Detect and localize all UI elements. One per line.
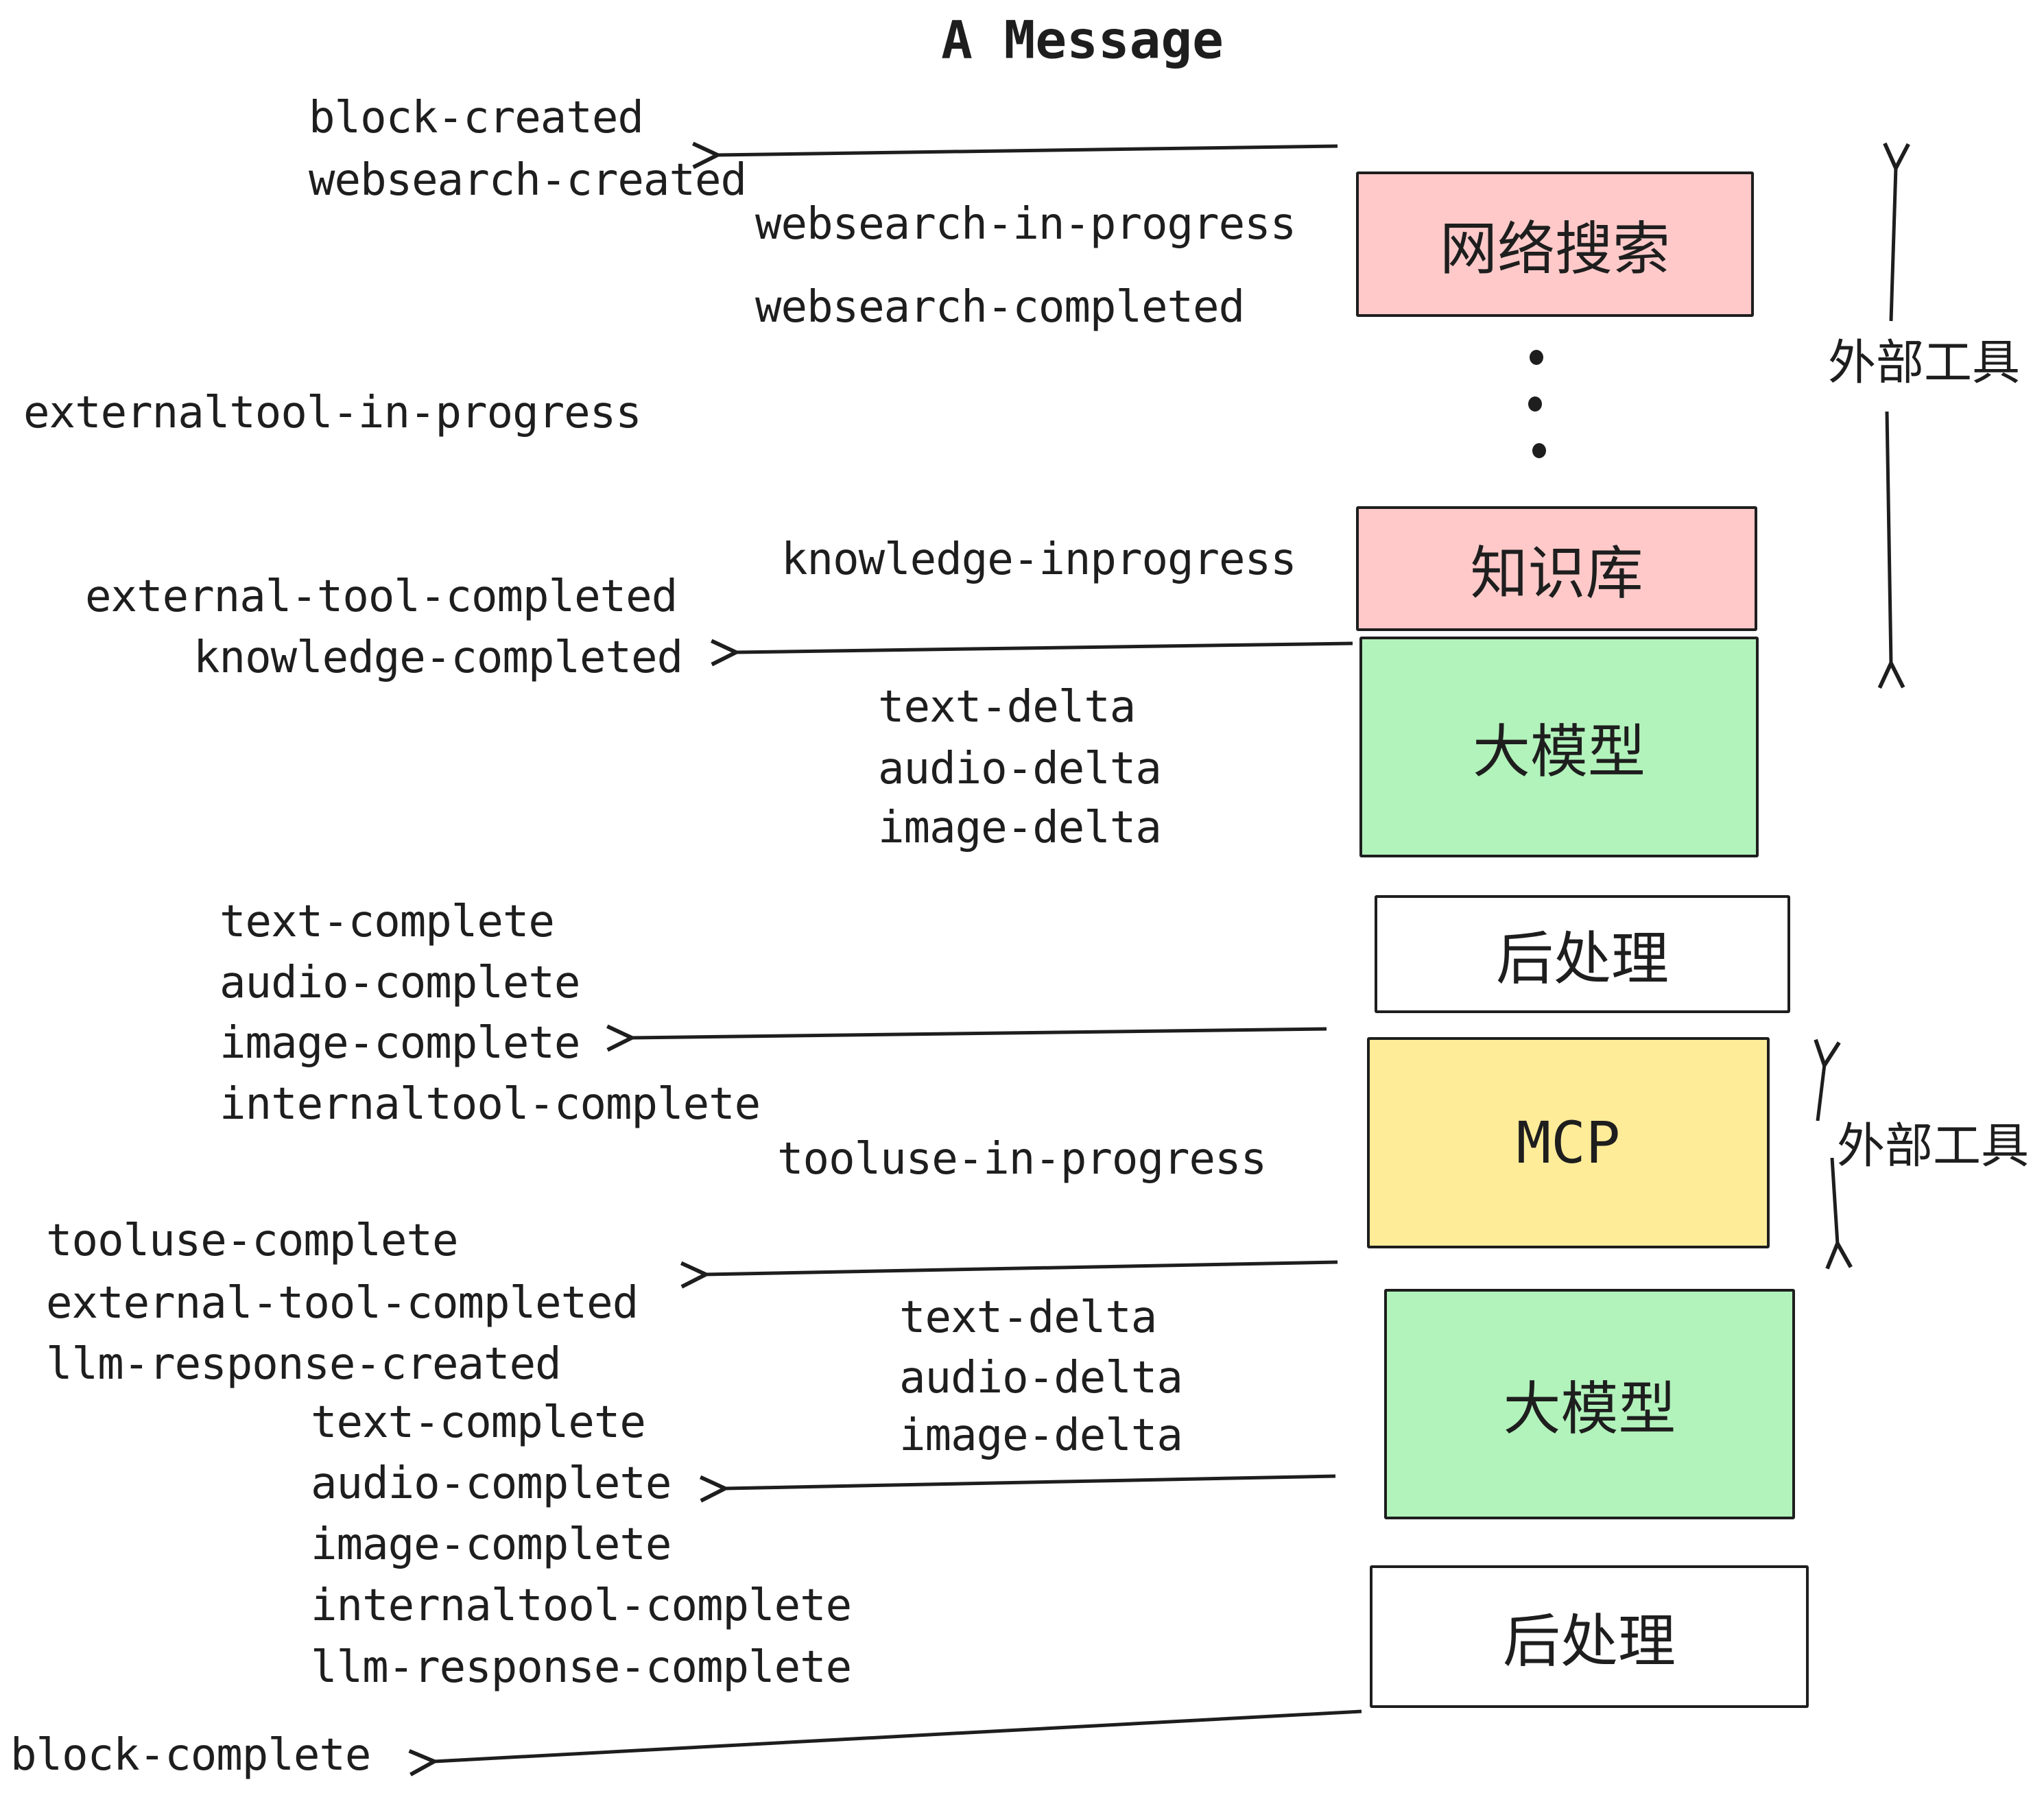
event-label-text-delta-2: text-delta: [899, 1292, 1157, 1344]
box-mcp-label: MCP: [1516, 1109, 1621, 1176]
arrow-block-complete: [433, 1709, 1362, 1761]
event-label-websearch-in-progress: websearch-in-progress: [755, 199, 1296, 250]
box-postprocess-1-label: 后处理: [1495, 925, 1669, 993]
ellipsis-dot-1: [1530, 350, 1543, 365]
box-llm-2-label: 大模型: [1503, 1375, 1676, 1443]
event-label-tooluse-in-progress: tooluse-in-progress: [777, 1134, 1267, 1185]
box-llm-1: 大模型: [1359, 637, 1759, 857]
event-label-audio-complete-1: audio-complete: [219, 958, 580, 1009]
event-label-external-tool-completed: external-tool-completed: [85, 571, 678, 623]
event-label-block-complete: block-complete: [10, 1730, 371, 1781]
event-label-image-delta-1: image-delta: [878, 803, 1162, 854]
label-external-tools-bottom: 外部工具: [1837, 1117, 2029, 1174]
arrow-external-tools-down-1: [1887, 411, 1891, 664]
event-label-internaltool-complete-1: internaltool-complete: [219, 1079, 761, 1130]
event-label-image-complete-2: image-complete: [311, 1519, 672, 1571]
event-label-tooluse-complete: tooluse-complete: [46, 1215, 458, 1267]
event-label-websearch-created: websearch-created: [309, 155, 747, 206]
arrow-knowledge-completed: [735, 643, 1353, 652]
event-label-text-complete-1: text-complete: [219, 897, 555, 948]
box-websearch-label: 网络搜索: [1439, 215, 1670, 283]
event-label-websearch-completed: websearch-completed: [755, 282, 1245, 333]
event-label-text-delta-1: text-delta: [878, 682, 1136, 733]
event-label-audio-delta-2: audio-delta: [899, 1353, 1183, 1404]
event-label-audio-complete-2: audio-complete: [311, 1458, 672, 1510]
event-label-knowledge-completed: knowledge-completed: [193, 632, 683, 684]
event-label-image-complete-1: image-complete: [219, 1018, 580, 1069]
box-llm-1-label: 大模型: [1472, 717, 1645, 785]
event-label-knowledge-inprogress: knowledge-inprogress: [781, 534, 1297, 586]
box-mcp: MCP: [1367, 1037, 1770, 1248]
event-label-text-complete-2: text-complete: [311, 1397, 646, 1449]
box-knowledge: 知识库: [1356, 506, 1757, 631]
label-external-tools-top: 外部工具: [1828, 334, 2020, 391]
box-websearch: 网络搜索: [1356, 171, 1754, 317]
ellipsis-dot-2: [1528, 396, 1542, 412]
arrow-websearch-created: [717, 146, 1338, 155]
event-label-llm-response-created: llm-response-created: [46, 1339, 562, 1390]
ellipsis-dot-3: [1532, 443, 1546, 458]
event-label-image-delta-2: image-delta: [899, 1410, 1183, 1462]
diagram-title: A Message: [941, 9, 1224, 71]
box-llm-2: 大模型: [1384, 1289, 1795, 1519]
box-postprocess-2-label: 后处理: [1502, 1607, 1676, 1675]
box-postprocess-2: 后处理: [1370, 1565, 1809, 1708]
arrow-external-tools-up-1: [1891, 167, 1896, 322]
event-label-internaltool-complete-2: internaltool-complete: [311, 1580, 852, 1632]
event-label-llm-response-complete: llm-response-complete: [311, 1642, 852, 1694]
box-postprocess-1: 后处理: [1375, 895, 1790, 1013]
arrow-audio-complete: [724, 1474, 1336, 1488]
arrow-image-complete: [631, 1029, 1327, 1038]
event-label-audio-delta-1: audio-delta: [878, 744, 1162, 795]
box-knowledge-label: 知识库: [1470, 539, 1643, 607]
event-label-block-created: block-created: [309, 93, 644, 144]
arrow-external-tools-up-2: [1818, 1065, 1825, 1121]
arrow-tooluse-complete: [705, 1260, 1338, 1274]
event-label-externaltool-in-progress: externaltool-in-progress: [23, 388, 642, 439]
event-label-external-tool-completed-2: external-tool-completed: [46, 1278, 639, 1329]
